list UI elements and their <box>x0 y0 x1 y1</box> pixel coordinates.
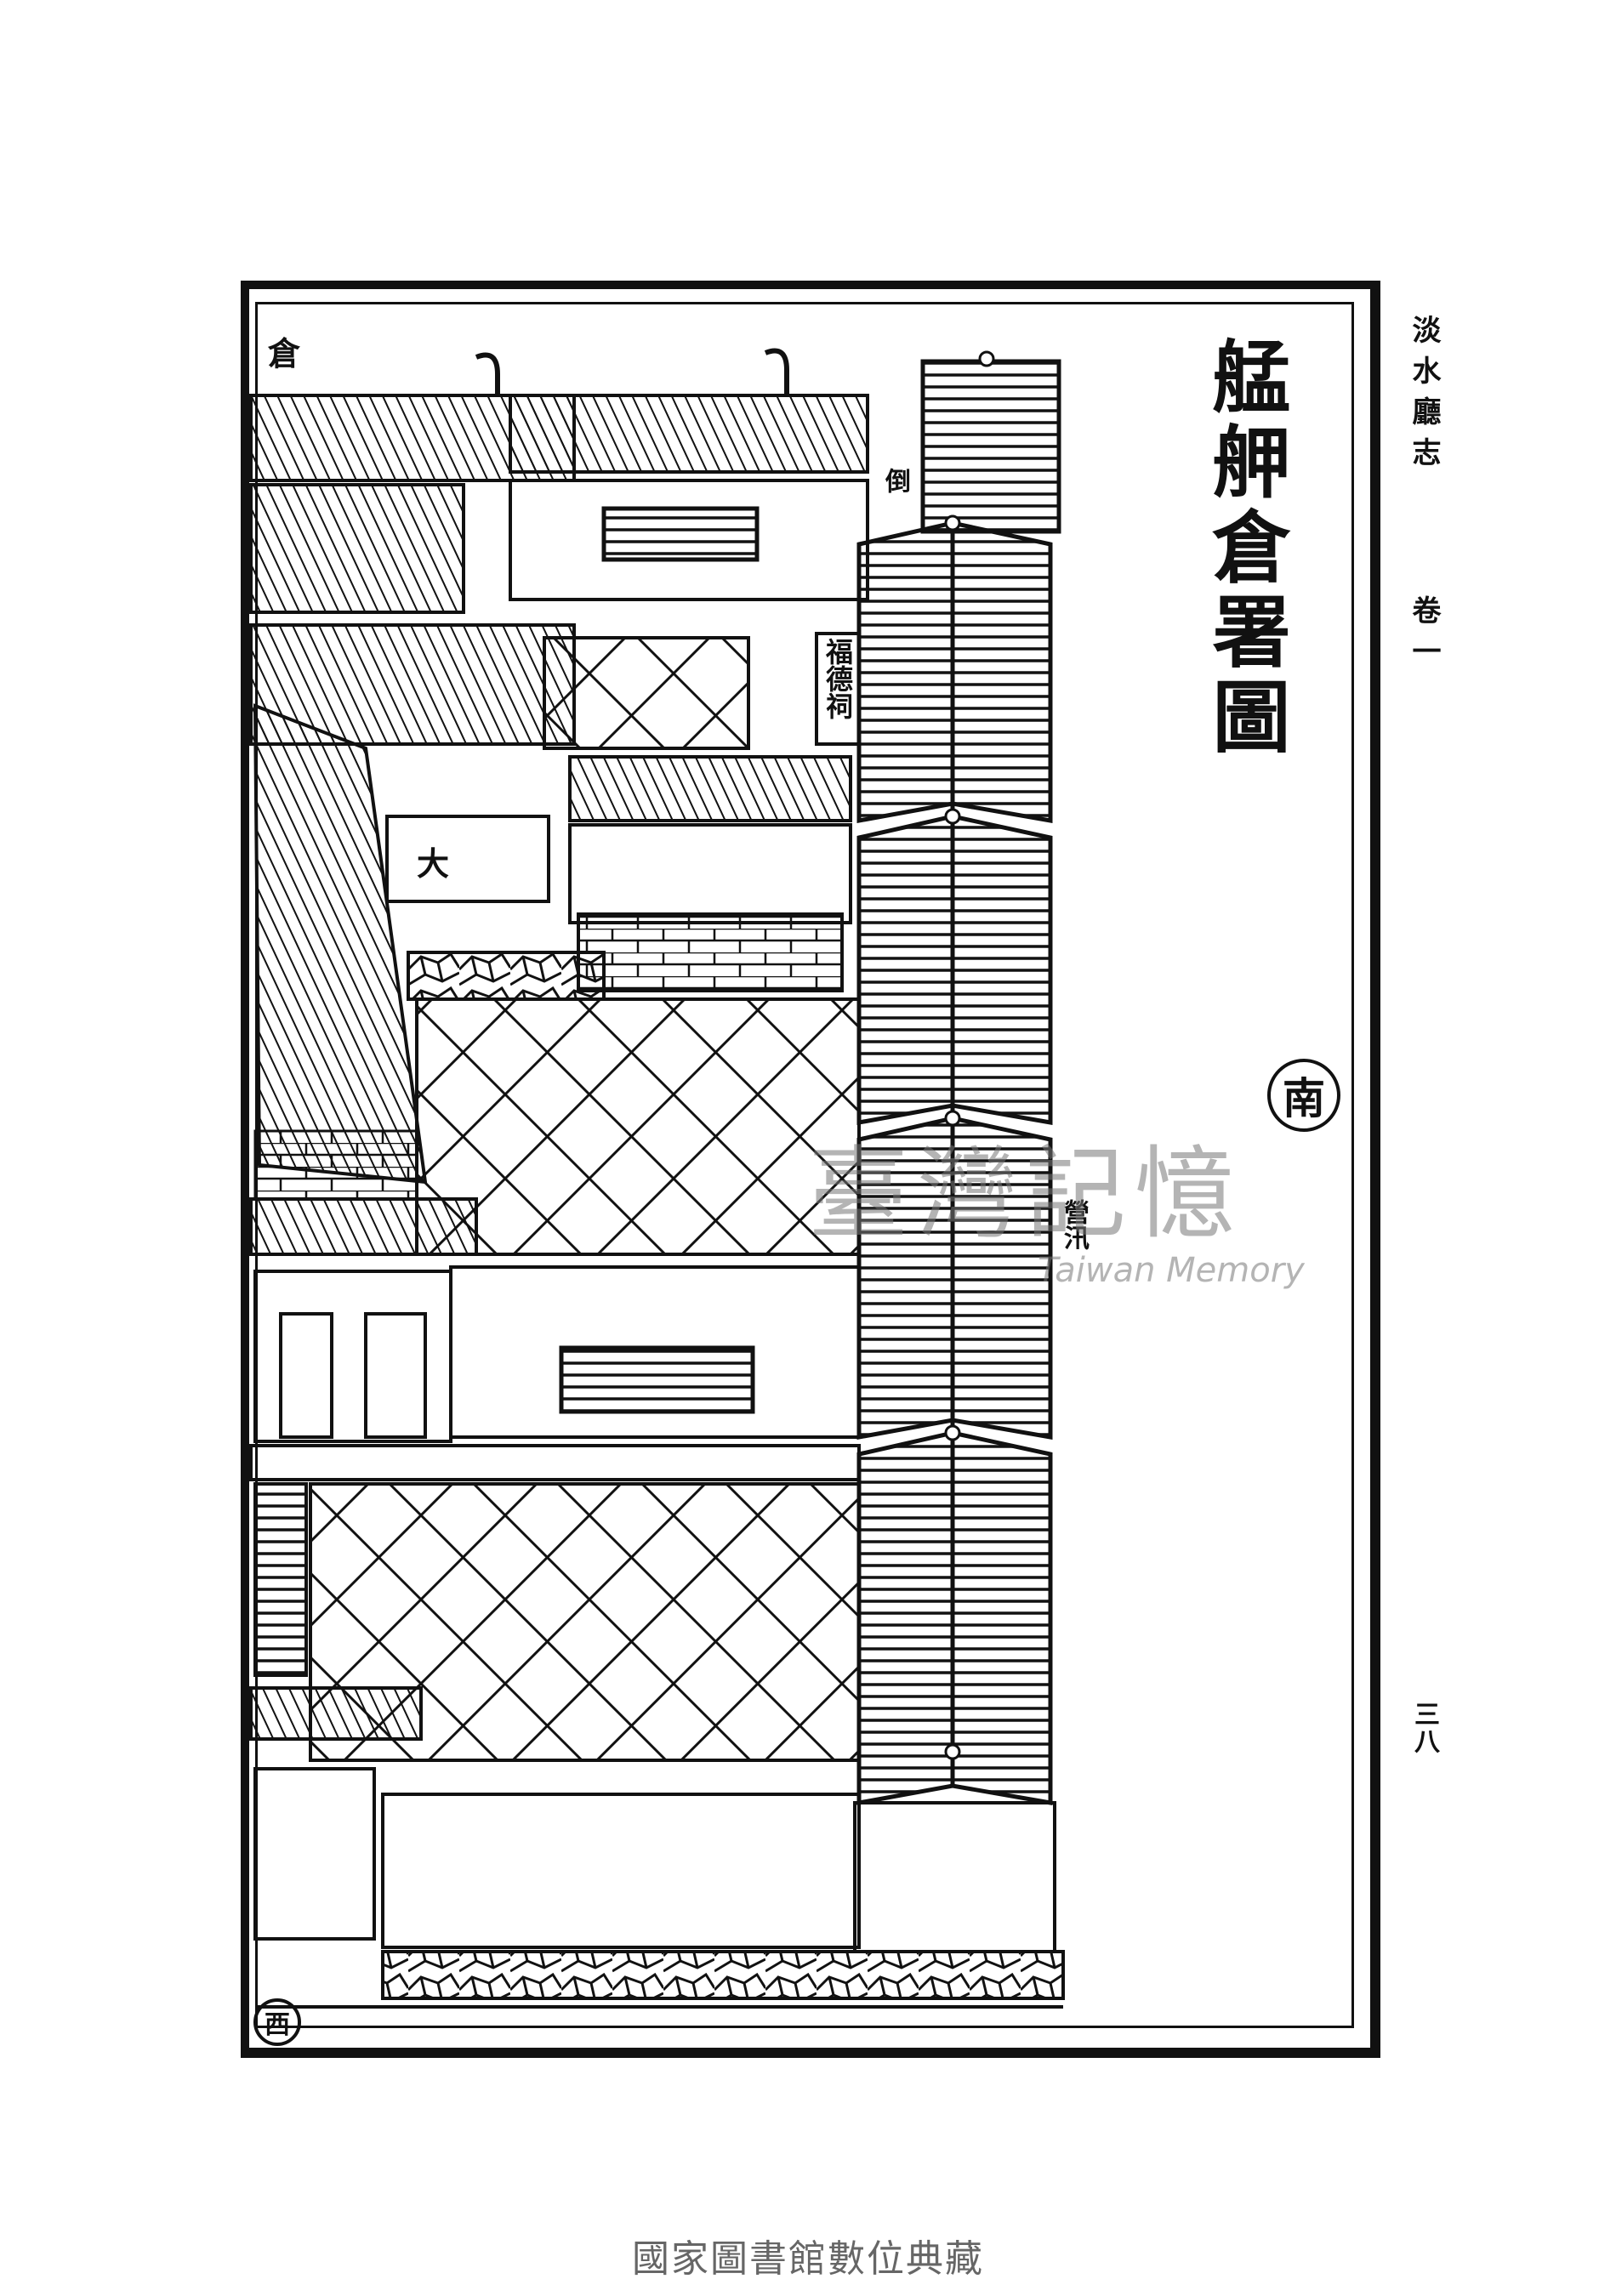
margin-book-title: 淡水廳志 <box>1407 315 1441 478</box>
stone-strip-lower <box>381 1950 1065 2000</box>
shrine-label: 福德祠 <box>822 638 854 719</box>
roof-bottom-left <box>249 1686 423 1741</box>
gate-label: 營汛 <box>1059 1199 1089 1250</box>
outer-border <box>241 281 1380 2058</box>
footer-credit: 國家圖書館數位典藏 <box>632 2237 984 2281</box>
margin-volume: 卷一 <box>1407 595 1441 677</box>
upper-window <box>601 506 760 562</box>
page-title: 艋舺倉署圖 <box>1199 336 1291 761</box>
brick-wall <box>577 912 844 992</box>
compass-south: 南 <box>1267 1059 1340 1132</box>
granary-roof-top <box>920 359 1061 534</box>
shrine-lattice <box>543 636 750 750</box>
bottom-wall <box>381 1793 861 1949</box>
lower-window <box>559 1345 755 1414</box>
roof-top-right <box>509 394 869 474</box>
upper-building <box>509 479 869 601</box>
hall-label: 大 <box>417 844 450 883</box>
hall-plaque <box>385 815 550 903</box>
roof-lower-left <box>249 1197 478 1256</box>
courtyard-lattice-upper <box>415 997 861 1256</box>
watermark: 臺灣記憶 Taiwan Memory <box>808 1144 1305 1290</box>
page-number: 三八 <box>1409 1701 1439 1755</box>
plaque-label: 倒 <box>880 468 910 493</box>
roof-middle <box>568 755 852 822</box>
watermark-english: Taiwan Memory <box>1038 1251 1305 1290</box>
roof-left-slanted <box>253 703 428 1185</box>
watermark-chinese: 臺灣記憶 <box>808 1135 1244 1253</box>
stone-strip-upper <box>407 951 606 1001</box>
granary-base <box>853 1801 1056 1953</box>
compass-west: 西 <box>253 1998 301 2046</box>
corner-label: 倉 <box>268 334 301 372</box>
